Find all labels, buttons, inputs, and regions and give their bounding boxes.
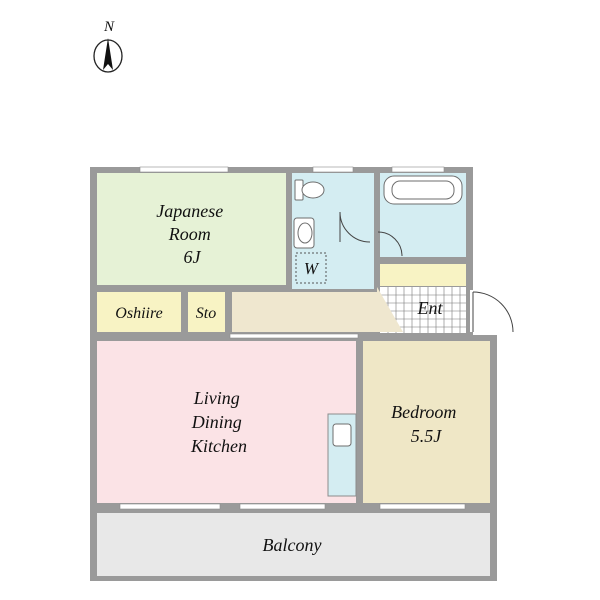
storage-label: Sto [196,305,216,322]
wc-label: W [304,259,320,278]
oshiire-label: Oshiire [115,305,162,322]
kitchen-sink-icon [327,413,357,497]
compass-label: N [103,19,115,35]
windows [119,166,466,510]
entrance-tiles [377,287,466,333]
japanese-room-label: Japanese Room 6J [156,201,227,267]
balcony-label: Balcony [263,535,322,555]
bedroom-label: Bedroom 5.5J [391,402,461,446]
living-dining-kitchen [97,341,356,503]
bathtub-icon [383,175,463,205]
shoe-cabinet [380,264,466,286]
balcony [97,513,490,576]
entrance-door [470,290,514,333]
oshiire-closet [97,292,181,332]
storage-closet [188,292,225,332]
entrance-label: Ent [417,298,444,318]
washing-machine-spot: W [295,252,327,284]
hallway [232,292,403,332]
north-arrow-icon: N [93,19,123,73]
bedroom [363,341,490,503]
sink-icon [293,217,315,249]
toilet-icon [294,179,325,201]
japanese-room [97,173,286,285]
ldk-label: Living Dining Kitchen [190,388,247,456]
washroom-door [339,211,403,257]
